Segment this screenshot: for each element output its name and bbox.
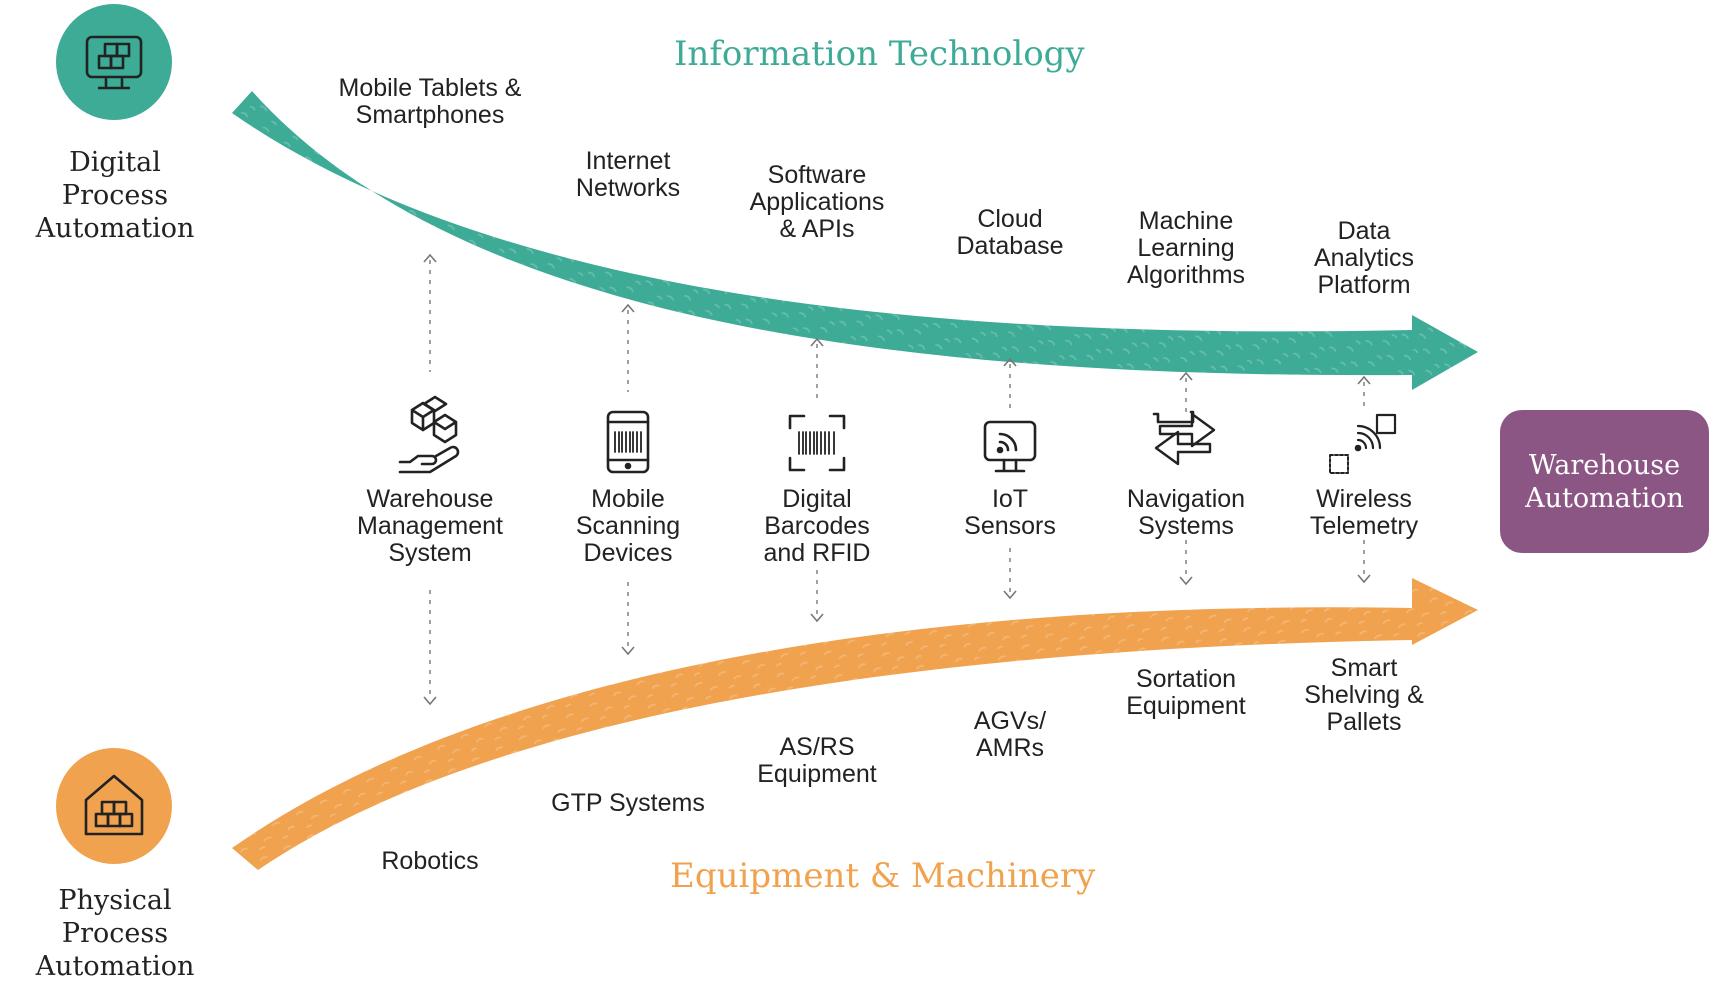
physical-process-label: Physical Process Automation	[35, 885, 195, 982]
boxes-on-hand-icon	[398, 395, 460, 474]
it-item-mobile-tablets: Mobile Tablets & Smartphones	[338, 74, 522, 129]
it-item-cloud-database: Cloud Database	[956, 205, 1064, 260]
it-item-software-apis: Software Applications & APIs	[749, 161, 885, 243]
chevron-down-icon	[1357, 574, 1371, 584]
it-item-machine-learning: Machine Learning Algorithms	[1126, 207, 1246, 289]
equipment-item-smart-shelving: Smart Shelving & Pallets	[1304, 654, 1424, 736]
equipment-item-gtp: GTP Systems	[551, 789, 705, 817]
phone-barcode-icon	[606, 410, 650, 474]
middle-item-wireless-telemetry: Wireless Telemetry	[1309, 485, 1419, 540]
chevron-up-icon	[621, 303, 635, 313]
it-arrow	[232, 91, 1478, 390]
physical-process-circle	[56, 748, 172, 864]
information-technology-title: Information Technology	[674, 34, 1085, 74]
warehouse-boxes-icon	[84, 774, 144, 836]
chevron-down-icon	[1003, 590, 1017, 600]
chevron-down-icon	[621, 646, 635, 656]
barcode-scan-icon	[788, 414, 846, 472]
diagram-canvas	[232, 91, 1478, 870]
chevron-down-icon	[1179, 576, 1193, 586]
chevron-down-icon	[423, 696, 437, 706]
it-item-internet-networks: Internet Networks	[575, 147, 681, 202]
chevron-up-icon	[1003, 357, 1017, 367]
equipment-item-robotics: Robotics	[381, 847, 479, 875]
computer-boxes-icon	[85, 35, 143, 90]
equipment-item-sortation: Sortation Equipment	[1126, 665, 1246, 720]
middle-item-navigation: Navigation Systems	[1126, 485, 1246, 540]
middle-item-wms: Warehouse Management System	[357, 485, 503, 567]
equipment-item-asrs: AS/RS Equipment	[757, 733, 877, 788]
chevron-up-icon	[810, 337, 824, 347]
chevron-down-icon	[810, 613, 824, 623]
digital-process-circle	[56, 4, 172, 120]
monitor-signal-icon	[983, 420, 1037, 473]
wireless-transfer-icon	[1329, 413, 1397, 474]
double-arrow-icon	[1152, 410, 1216, 466]
middle-item-barcodes-rfid: Digital Barcodes and RFID	[763, 485, 871, 567]
chevron-up-icon	[423, 253, 437, 263]
it-item-data-analytics: Data Analytics Platform	[1313, 217, 1415, 299]
equipment-machinery-title: Equipment & Machinery	[670, 856, 1096, 896]
middle-item-iot-sensors: IoT Sensors	[964, 485, 1056, 540]
warehouse-automation-box: Warehouse Automation	[1500, 410, 1709, 553]
chevron-up-icon	[1357, 375, 1371, 385]
digital-process-label: Digital Process Automation	[35, 147, 195, 244]
equipment-item-agvs: AGVs/ AMRs	[973, 707, 1047, 762]
middle-item-mobile-scanning: Mobile Scanning Devices	[575, 485, 681, 567]
chevron-up-icon	[1179, 371, 1193, 381]
